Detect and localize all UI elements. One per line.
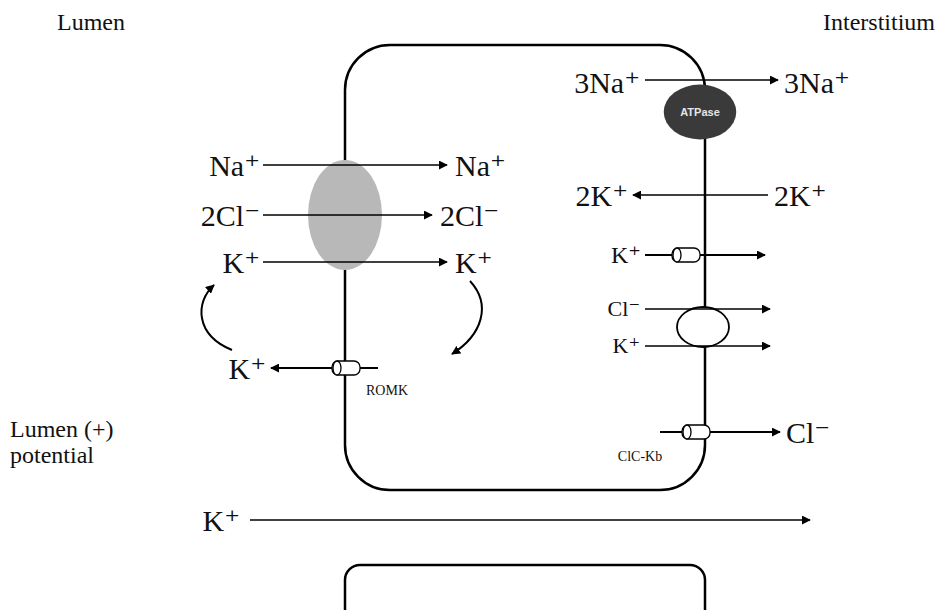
flux-arrow [645,254,765,256]
flux-arrow [645,308,770,310]
channel-symbol [332,361,360,375]
recycling-arrow [452,281,482,354]
ion-label: 2K⁺ [576,179,629,212]
ion-label: K⁺ [613,334,641,358]
channel-symbol [683,425,691,439]
pump-label: ATPase [663,84,737,140]
ion-label: 2Cl⁻ [201,199,260,232]
flux-arrow [263,214,432,216]
channel-symbol [673,248,681,262]
channel-symbol [672,248,700,262]
flux-arrow [645,79,778,81]
flux-arrow [660,431,780,433]
transporter-name: ClC-Kb [618,449,662,464]
ion-label: Lumen [57,9,125,35]
ion-label: 2Cl⁻ [440,199,499,232]
flux-arrow [263,261,447,263]
recycling-arrow [201,285,232,350]
flux-arrow [250,519,810,521]
cell-outline [345,45,705,490]
ion-label: K⁺ [229,352,267,385]
flux-arrow [271,367,378,369]
ion-label: 3Na⁺ [784,66,850,99]
ion-label: Na⁺ [455,149,506,182]
flux-arrow [263,164,447,166]
ion-label: 2K⁺ [774,179,827,212]
ion-label: K⁺ [223,246,261,279]
ion-label: Na⁺ [209,149,260,182]
ion-label: 3Na⁺ [574,66,640,99]
channel-symbol [682,425,710,439]
transporter-name: ROMK [366,383,408,398]
pump-shape [664,85,737,140]
flux-arrow [633,194,768,196]
channel-symbol [333,361,341,375]
ion-label: K⁺ [203,504,241,537]
ion-label: Interstitium [823,9,935,35]
cell-outline [345,565,705,610]
ion-label: Cl⁻ [786,416,830,449]
ion-label: Cl⁻ [608,297,640,321]
ion-label: K⁺ [455,246,493,279]
ion-label: Lumen (+) potential [10,416,140,469]
cotransporter [677,307,729,347]
flux-arrow [645,345,770,347]
pump-ellipse: ATPase [663,84,737,140]
ion-label: K⁺ [611,242,641,268]
